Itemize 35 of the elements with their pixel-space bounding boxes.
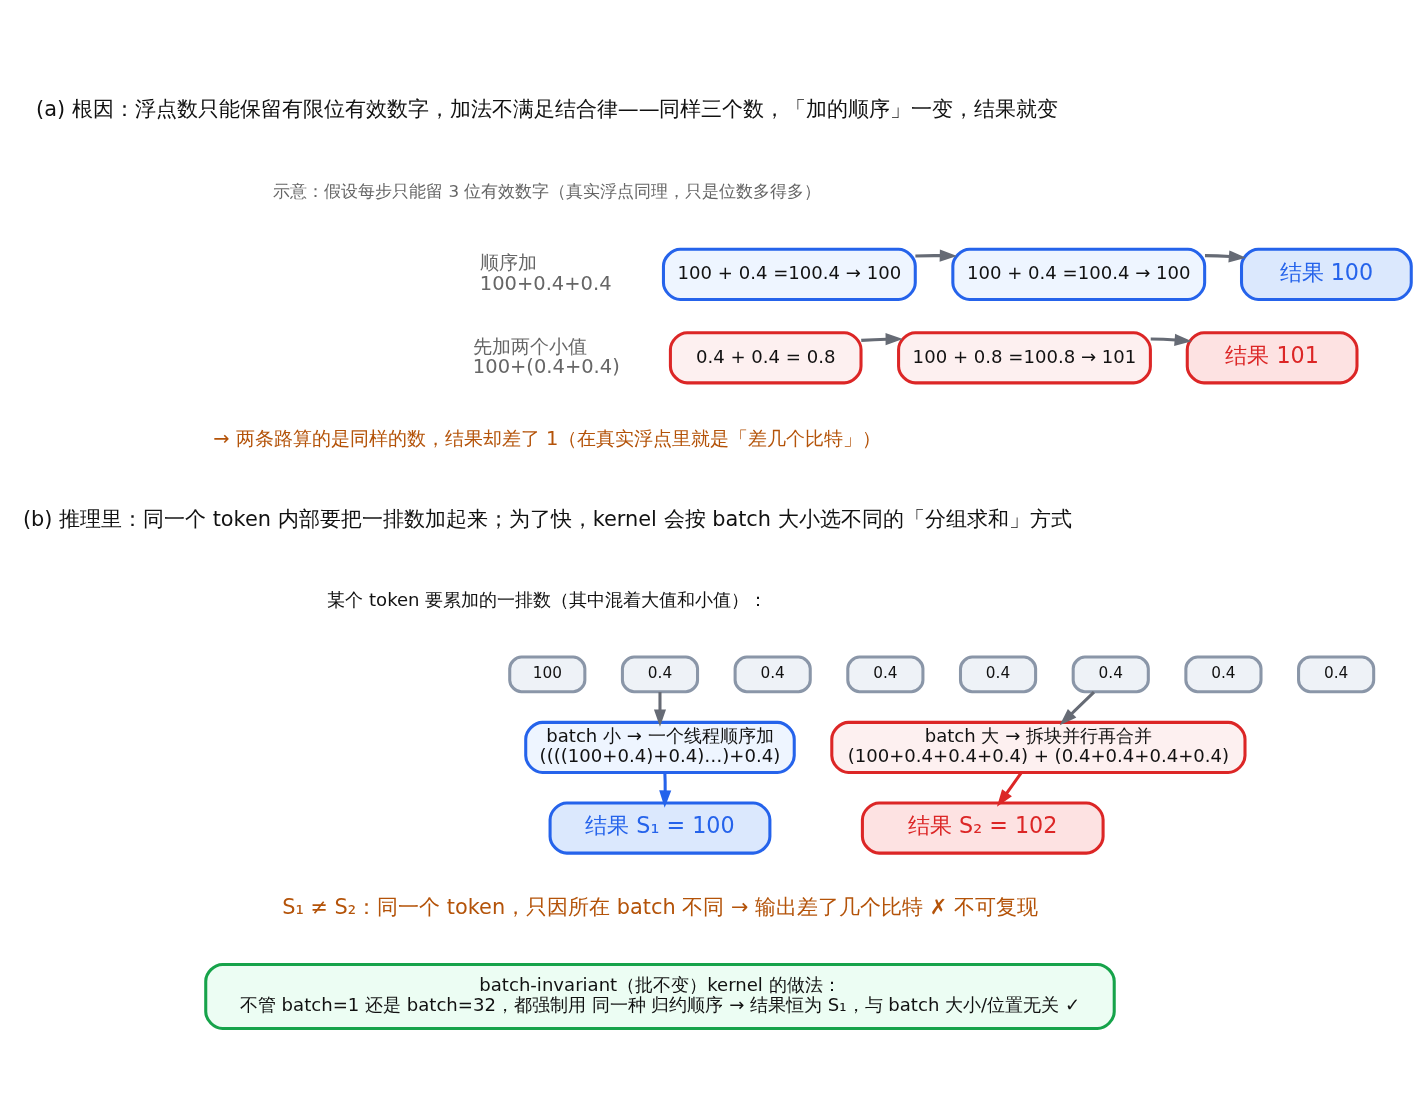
node-box: 0.4 (1071, 655, 1150, 694)
node-box: 0.4 + 0.4 = 0.8 (668, 331, 863, 385)
node-box: 结果 101 (1185, 331, 1359, 385)
node-box: 结果 S₁ = 100 (548, 801, 772, 855)
arrow (1059, 690, 1096, 726)
node-box: batch 小 → 一个线程顺序加 ((((100+0.4)+0.4)…)+0.4) (524, 720, 796, 774)
node-box: 结果 S₂ = 102 (860, 801, 1105, 855)
node-box: 0.4 (1184, 655, 1263, 694)
node-box: 0.4 (1297, 655, 1376, 694)
arrow (1150, 333, 1192, 346)
arrow (659, 772, 672, 808)
arrow (1204, 250, 1247, 263)
node-box: batch-invariant（批不变）kernel 的做法： 不管 batch=1 还是 batch=32，都强制用 同一种 归约顺序 → 结果恒为 S₁，与 batch 大小/位置无关 ✓ (204, 962, 1116, 1030)
node-box: 0.4 (846, 655, 925, 694)
label: (b) 推理里：同一个 token 内部要把一排数加起来；为了快，kernel 会按 batch 大小选不同的「分组求和」方式 (22, 506, 1072, 531)
node-box: batch 大 → 拆块并行再合并 (100+0.4+0.4+0.4) + (0.4+0.4+0.4+0.4) (830, 720, 1247, 774)
label: 100+(0.4+0.4) (472, 355, 620, 379)
node-box: 0.4 (733, 655, 812, 694)
node-box: 0.4 (958, 655, 1038, 694)
arrow (915, 249, 958, 262)
label: 示意：假设每步只能留 3 位有效数字（真实浮点同理，只是位数多得多） (273, 181, 822, 201)
arrow (996, 771, 1023, 807)
label: (a) 根因：浮点数只能保留有限位有效数字，加法不满足结合律——同样三个数，「加的顺序」一变，结果就变 (36, 97, 1059, 122)
node-box: 100 + 0.8 =100.8 → 101 (897, 331, 1152, 385)
arrow (861, 333, 903, 346)
label: 某个 token 要累加的一排数（其中混着大值和小值）： (327, 589, 768, 611)
label: → 两条路算的是同样的数，结果却差了 1（在真实浮点里就是「差几个比特」） (213, 427, 882, 451)
node-box: 100 + 0.4 =100.4 → 100 (951, 247, 1207, 301)
label: 先加两个小值 (472, 334, 587, 358)
node-box: 100 + 0.4 =100.4 → 100 (661, 247, 917, 301)
label: S₁ ≠ S₂：同一个 token，只因所在 batch 不同 → 输出差了几个比特 ✗ 不可复现 (282, 894, 1038, 919)
node-box: 结果 100 (1240, 247, 1413, 301)
node-box: 0.4 (620, 655, 700, 694)
node-box: 100 (508, 655, 587, 694)
arrow (653, 692, 667, 727)
